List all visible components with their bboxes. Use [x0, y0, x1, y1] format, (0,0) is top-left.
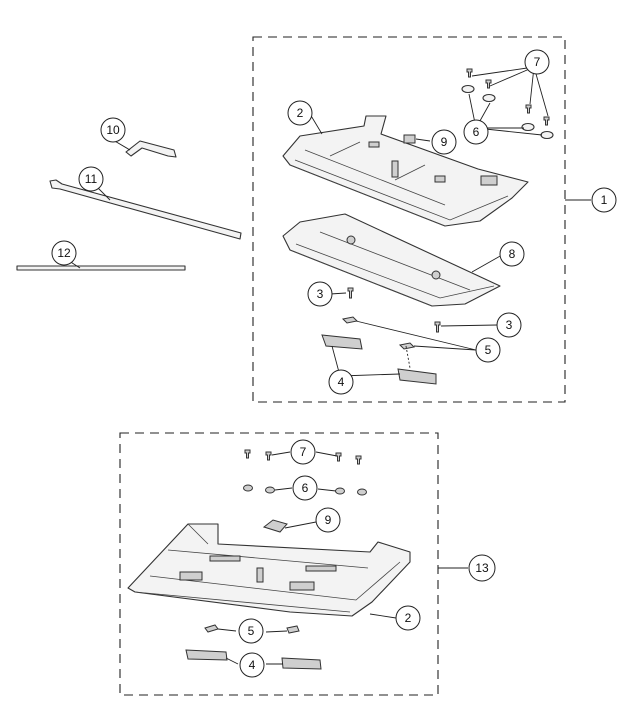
leader-lines: [65, 66, 591, 665]
part-9-pad-bottom: [262, 519, 288, 533]
part-3-screws: [347, 287, 441, 333]
part-4-feet-bottom: [185, 649, 322, 670]
part-6-washers-bottom: [243, 484, 367, 496]
callout-3-right: 3: [496, 312, 522, 338]
callout-4-top-label: 4: [338, 375, 345, 389]
callout-6-bottom: 6: [292, 475, 318, 501]
part-4-feet-top: [321, 334, 437, 385]
callout-3-left-label: 3: [317, 287, 324, 301]
assembly-1-frame: [252, 36, 566, 403]
callout-1-label: 1: [601, 193, 608, 207]
callout-9-top: 9: [431, 129, 457, 155]
callout-7-top-label: 7: [534, 55, 541, 69]
callout-12-label: 12: [57, 246, 71, 260]
callout-11: 11: [78, 166, 104, 192]
part-6-washers-top: [461, 84, 554, 140]
callout-2-bottom-label: 2: [405, 611, 412, 625]
part-8-lower-tray: [282, 213, 501, 307]
part-11-rod: [49, 179, 242, 240]
part-7-screws-top: [466, 68, 550, 126]
callout-6-top: 6: [463, 119, 489, 145]
callout-12: 12: [51, 240, 77, 266]
callout-5-bottom: 5: [238, 618, 264, 644]
callout-5-top-label: 5: [485, 343, 492, 357]
callout-9-bottom-label: 9: [325, 513, 332, 527]
part-9-pad-top: [403, 134, 416, 144]
part-12-bar: [16, 265, 186, 271]
callout-9-top-label: 9: [441, 135, 448, 149]
callout-7-top: 7: [524, 49, 550, 75]
callout-2-top-label: 2: [297, 106, 304, 120]
callout-11-label: 11: [85, 172, 98, 186]
callout-10: 10: [100, 117, 126, 143]
callout-13-label: 13: [475, 561, 489, 575]
callout-8-label: 8: [509, 247, 516, 261]
callout-8: 8: [499, 241, 525, 267]
callout-6-top-label: 6: [473, 125, 480, 139]
callout-6-bottom-label: 6: [302, 481, 309, 495]
callout-5-bottom-label: 5: [248, 624, 255, 638]
callout-9-bottom: 9: [315, 507, 341, 533]
callout-3-right-label: 3: [506, 318, 513, 332]
callout-13: 13: [468, 554, 496, 582]
part-2-tray-bottom: [127, 523, 411, 617]
callout-10-label: 10: [106, 123, 120, 137]
callout-7-bottom: 7: [290, 439, 316, 465]
callout-4-top: 4: [328, 369, 354, 395]
callout-4-bottom-label: 4: [249, 658, 256, 672]
part-2-tray-top: [282, 115, 529, 227]
callout-2-bottom: 2: [395, 605, 421, 631]
assembly-13-frame: [119, 432, 439, 696]
callout-5-top: 5: [475, 337, 501, 363]
callout-1: 1: [591, 187, 617, 213]
callout-2-top: 2: [287, 100, 313, 126]
callout-7-bottom-label: 7: [300, 445, 307, 459]
callout-4-bottom: 4: [239, 652, 265, 678]
callout-3-left: 3: [307, 281, 333, 307]
part-10-bracket: [125, 140, 177, 158]
